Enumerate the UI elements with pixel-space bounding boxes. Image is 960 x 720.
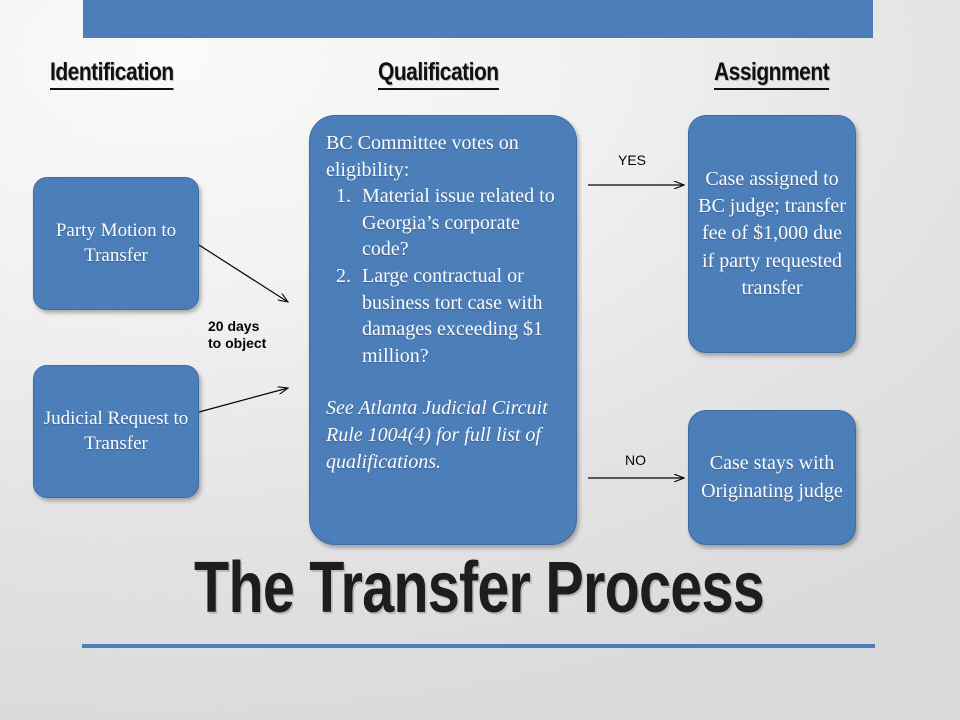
top-banner-bar <box>83 0 873 38</box>
edge-label-days-line1: 20 days <box>208 318 260 334</box>
column-heading-assignment: Assignment <box>714 60 830 90</box>
flow-box-case-assigned[interactable]: Case assigned to BC judge; transfer fee … <box>688 115 856 353</box>
slide-title: The Transfer Process <box>194 548 765 628</box>
flow-box-case-assigned-label: Case assigned to BC judge; transfer fee … <box>698 168 846 299</box>
flow-box-party-motion[interactable]: Party Motion to Transfer <box>33 177 199 310</box>
edge-label-days-line2: to object <box>208 334 267 351</box>
bc-committee-lead-text: BC Committee votes on eligibility: <box>326 132 519 181</box>
flow-box-case-stays[interactable]: Case stays with Originating judge <box>688 410 856 545</box>
flow-box-case-stays-label: Case stays with Originating judge <box>701 452 843 502</box>
slide-title-underline <box>82 644 875 648</box>
bc-committee-criterion-1: Material issue related to Georgia’s corp… <box>356 183 564 263</box>
flow-box-bc-committee[interactable]: BC Committee votes on eligibility: Mater… <box>309 115 577 545</box>
flow-box-party-motion-label: Party Motion to Transfer <box>55 219 177 266</box>
edge-label-no: NO <box>625 452 646 468</box>
arrow-judicial-request-to-committee <box>198 388 288 413</box>
edge-label-days-to-object: 20 days to object <box>208 318 266 351</box>
edge-label-yes: YES <box>618 152 647 168</box>
bc-committee-criteria-list: Material issue related to Georgia’s corp… <box>326 183 564 369</box>
arrow-party-motion-to-committee <box>198 244 288 302</box>
flow-box-judicial-request[interactable]: Judicial Request to Transfer <box>33 365 199 498</box>
bc-committee-citation-text: See Atlanta Judicial Circuit Rule 1004(4… <box>326 397 548 473</box>
flow-box-judicial-request-label: Judicial Request to Transfer <box>43 407 189 454</box>
bc-committee-criterion-2: Large contractual or business tort case … <box>356 263 564 369</box>
column-heading-qualification: Qualification <box>378 60 499 90</box>
column-heading-identification: Identification <box>50 60 174 90</box>
